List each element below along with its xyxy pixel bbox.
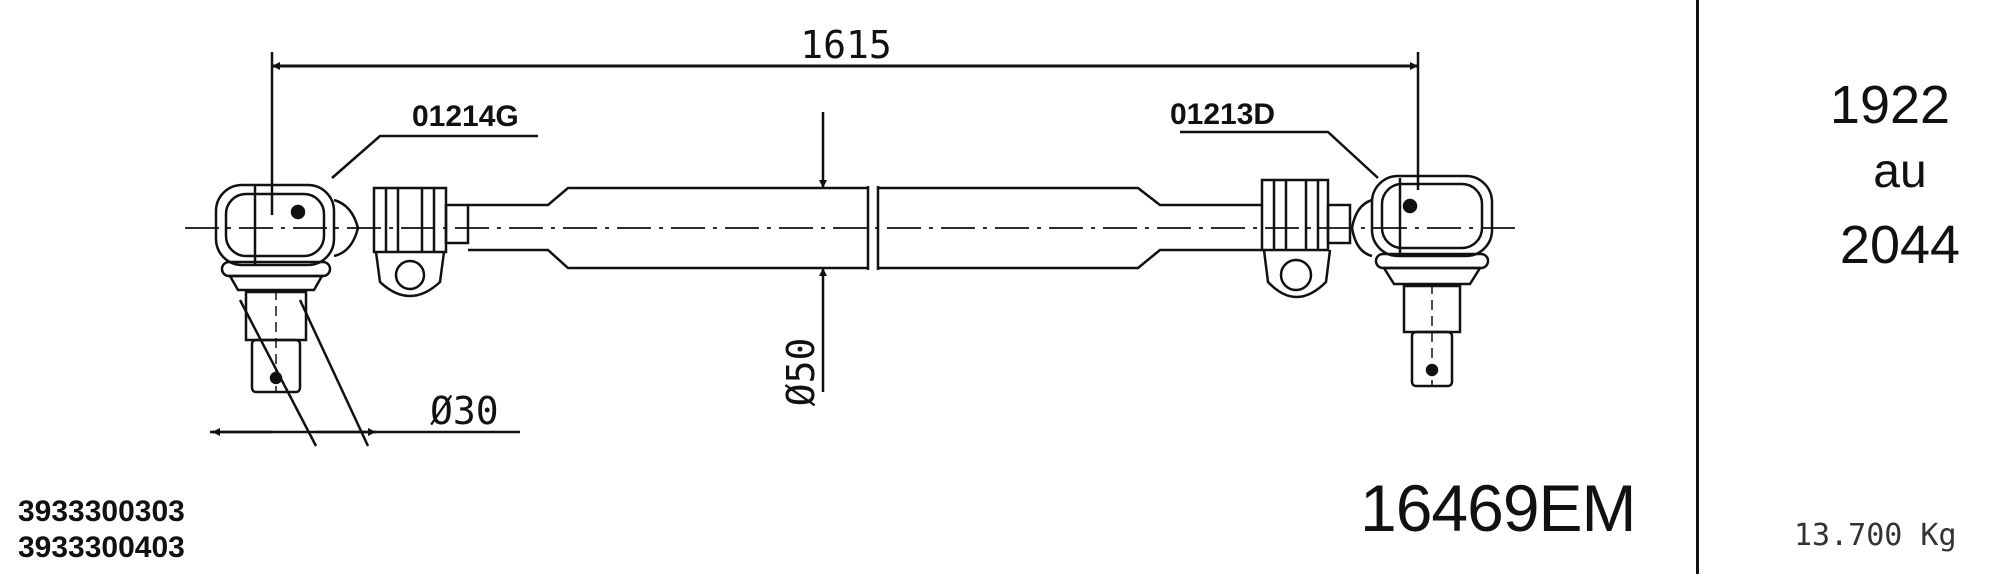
year-to: 2044 <box>1839 215 1961 275</box>
oem-number-1: 3933300303 <box>18 495 185 528</box>
tie-rod-tube-left <box>444 186 870 270</box>
year-separator: au <box>1873 145 1927 198</box>
left-ref-leader <box>331 134 538 179</box>
left-end-reference: 01214G <box>412 100 519 133</box>
part-number: 16469EM <box>1360 471 1637 545</box>
weight: 13.700 Kg <box>1794 518 1957 553</box>
left-ball-joint <box>214 183 360 394</box>
right-end-reference: 01213D <box>1170 98 1275 131</box>
vertical-divider <box>1696 0 1699 574</box>
tube-diameter-label: Ø50 <box>779 338 823 407</box>
oem-number-2: 3933300403 <box>18 531 185 564</box>
ball-pin-diameter-dimension <box>210 299 520 447</box>
overall-length-dimension <box>270 52 1420 215</box>
year-from: 1922 <box>1829 75 1951 135</box>
right-ref-leader <box>1180 130 1379 179</box>
left-clamp <box>372 186 448 298</box>
right-clamp <box>1260 178 1332 299</box>
overall-length-label: 1615 <box>800 23 892 67</box>
ball-pin-diameter-label: Ø30 <box>430 389 499 433</box>
right-ball-joint <box>1350 174 1494 388</box>
tie-rod-tube-right <box>876 186 1352 270</box>
